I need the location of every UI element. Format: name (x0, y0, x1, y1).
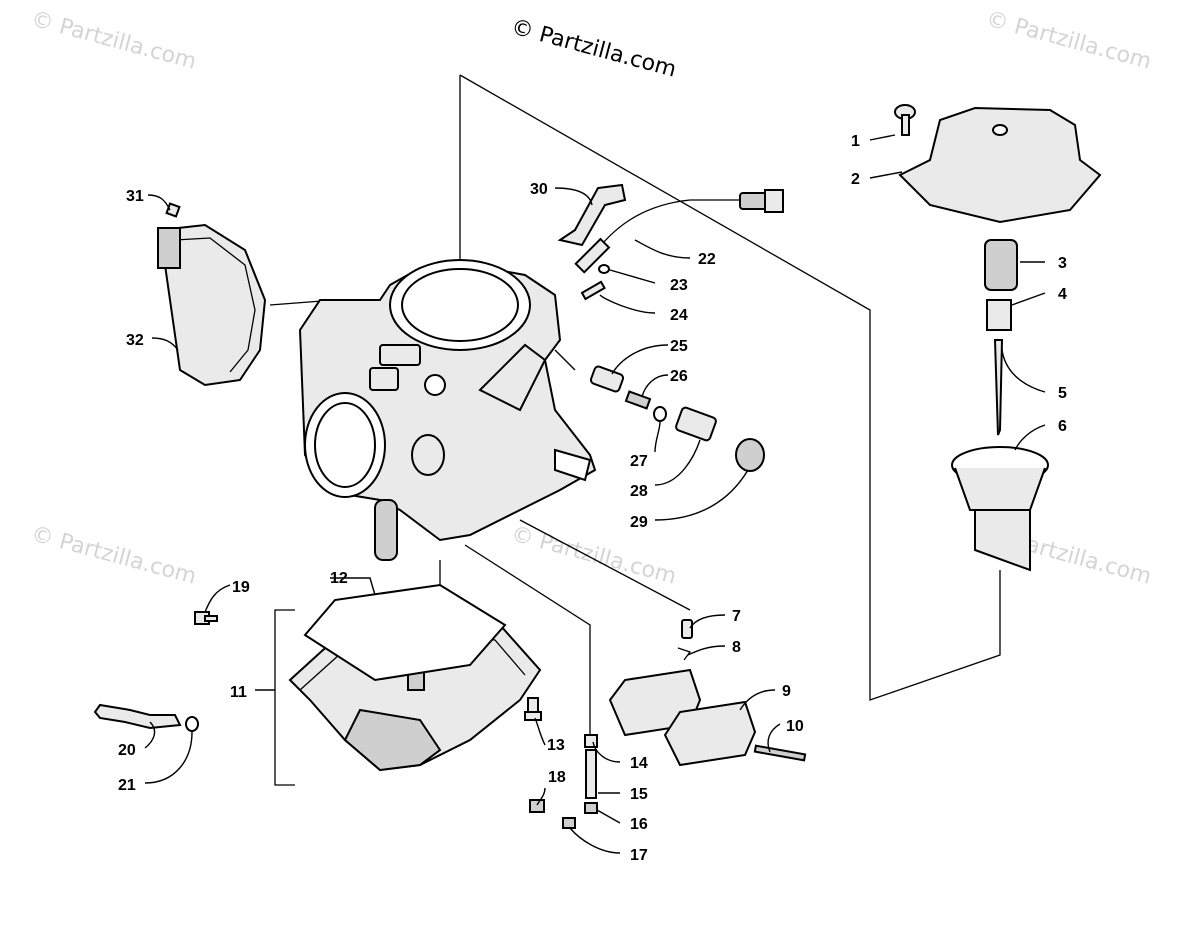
callout-14: 14 (630, 755, 648, 772)
callout-27: 27 (630, 453, 648, 470)
washer-23 (598, 264, 610, 274)
fitting-28 (675, 406, 717, 442)
callout-30: 30 (530, 181, 548, 198)
callout-18: 18 (548, 769, 566, 786)
callout-19: 19 (232, 579, 250, 596)
callout-21: 21 (118, 777, 136, 794)
spring-24 (580, 280, 606, 301)
jet-14-15 (584, 734, 598, 799)
callout-23: 23 (670, 277, 688, 294)
jet-17 (562, 817, 576, 829)
partzilla-watermark-top-right: © Partzilla.com (983, 7, 1153, 75)
callout-29: 29 (630, 514, 648, 531)
partzilla-watermark-mid-left: © Partzilla.com (28, 522, 198, 590)
partzilla-watermark-top-left: © Partzilla.com (28, 7, 198, 75)
callout-3: 3 (1058, 255, 1067, 272)
callout-17: 17 (630, 847, 648, 864)
partzilla-watermark-main: © Partzilla.com (508, 15, 678, 83)
screw-13 (524, 697, 542, 721)
callout-11: 11 (230, 684, 247, 701)
callout-13: 13 (547, 737, 565, 754)
spring-3 (984, 239, 1018, 291)
screw-19 (194, 611, 218, 625)
top-cover-2 (898, 106, 1102, 224)
leader-lines (144, 134, 1046, 854)
retainer-4 (986, 299, 1012, 331)
callout-32: 32 (126, 332, 144, 349)
hose-30 (557, 183, 627, 247)
callout-7: 7 (732, 608, 741, 625)
callout-5: 5 (1058, 385, 1067, 402)
clip-8 (677, 647, 692, 661)
diaphragm-6 (951, 446, 1049, 572)
callout-16: 16 (630, 816, 648, 833)
needle-valve-7 (681, 619, 693, 639)
callout-22: 22 (698, 251, 716, 268)
cable-22 (574, 189, 784, 274)
float-9-right (663, 700, 757, 767)
hose-20 (93, 703, 182, 730)
needle-5 (993, 339, 1004, 436)
callout-12: 12 (330, 570, 348, 587)
pin-10 (753, 744, 807, 762)
callout-9: 9 (782, 683, 791, 700)
carburetor-body (298, 259, 597, 561)
callout-1: 1 (851, 133, 860, 150)
callout-4: 4 (1058, 286, 1067, 303)
callout-20: 20 (118, 742, 136, 759)
callout-10: 10 (786, 718, 804, 735)
valve-25 (589, 365, 625, 393)
callout-26: 26 (670, 368, 688, 385)
jet-16 (584, 802, 598, 814)
clamp-21 (185, 716, 199, 732)
callout-28: 28 (630, 483, 648, 500)
callout-2: 2 (851, 171, 860, 188)
screw-1 (894, 104, 916, 136)
callout-15: 15 (630, 786, 648, 803)
spring-26 (624, 390, 652, 410)
side-cover-32 (157, 223, 267, 387)
gasket-12 (303, 583, 507, 682)
cap-29 (735, 438, 765, 472)
screw-31 (165, 202, 181, 218)
callout-25: 25 (670, 338, 688, 355)
callout-24: 24 (670, 307, 688, 324)
o-ring-27 (653, 406, 667, 422)
bracket-11 (274, 609, 295, 786)
screw-18 (529, 799, 545, 813)
partzilla-watermark-mid-center: © Partzilla.com (508, 522, 678, 590)
callout-labels: 1 2 3 4 5 6 7 8 9 10 11 12 13 14 15 16 1… (118, 133, 1067, 864)
callout-8: 8 (732, 639, 741, 656)
callout-31: 31 (126, 188, 144, 205)
callout-6: 6 (1058, 418, 1067, 435)
